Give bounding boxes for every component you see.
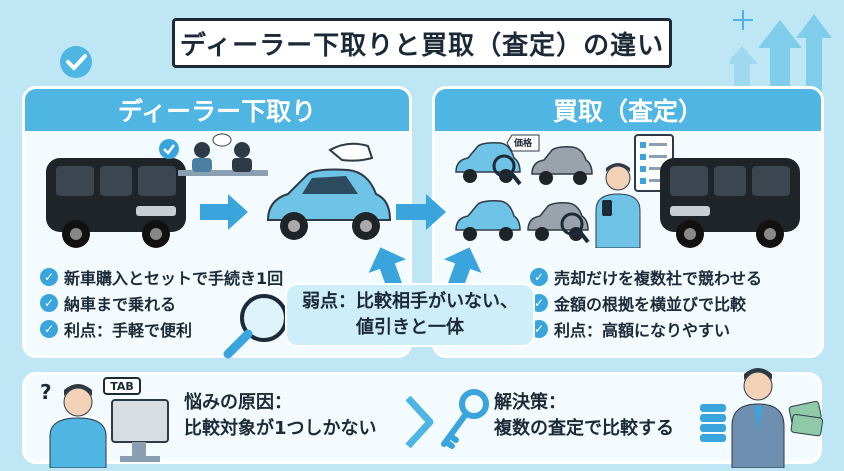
worry-text: 比較対象が1つしかない [184,418,377,439]
check-icon: ✓ [530,268,548,286]
price-tag-label: 価格 [514,139,533,149]
solution-title: 解決策： [494,392,566,413]
weakness-callout: 弱点：比較相手がいない、 値引きと一体 [285,283,535,347]
appraisal-car-4-icon [527,202,590,244]
question-mark: ? [40,380,52,404]
price-tag-icon [506,134,540,152]
decor-arrows-icon [730,14,832,94]
worry-cause-block: 悩みの原因： 比較対象が1つしかない [184,390,377,442]
dealer-point-text: 新車購入とセットで手続き1回 [64,269,284,288]
dealer-point-text: 利点：手軽で便利 [64,321,193,340]
solution-text: 複数の査定で比較する [494,418,674,439]
weakness-line-2: 値引きと一体 [356,317,464,338]
up-arrow-right-icon [443,247,482,292]
dealer-points-list: ✓ 新車購入とセットで手続き1回 ✓ 納車まで乗れる ✓ 利点：手軽で便利 [40,264,283,342]
key-icon [441,389,489,449]
tab-key-label: TAB [103,377,141,395]
check-badge-icon [159,139,179,159]
decor-sparkle-icon [733,10,753,30]
dealer-point-text: 納車まで乗れる [64,295,177,314]
appraisal-point-text: 利点：高額になりやすい [554,321,731,340]
dealer-point-item: ✓ 新車購入とセットで手続き1回 [40,264,283,290]
dealer-point-item: ✓ 納車まで乗れる [40,290,283,316]
black-minivan-right-icon [660,158,800,248]
negotiation-meeting-icon [178,133,268,176]
magnifier-icon [223,294,288,359]
up-arrow-left-icon [368,247,407,292]
weakness-line-1: 弱点：比較相手がいない、 [302,291,518,312]
check-icon: ✓ [40,268,58,286]
appraisal-car-3-icon [455,200,521,241]
solution-block: 解決策： 複数の査定で比較する [494,390,674,442]
appraisal-points-list: ✓ 売却だけを複数社で競わせる ✓ 金額の根拠を横並びで比較 ✓ 利点：高額にな… [530,264,762,342]
decor-check-circle-icon [60,46,92,78]
appraisal-point-item: ✓ 利点：高額になりやすい [530,316,762,342]
hand-key-icon [328,142,374,162]
appraisal-car-1-icon [455,142,522,186]
check-icon: ✓ [40,294,58,312]
purchase-appraisal-heading: 買取（査定） [435,89,821,131]
black-minivan-icon [46,158,186,248]
center-arrow-icon [396,194,446,230]
person-with-phone-icon [595,163,641,248]
appraisal-point-item: ✓ 金額の根拠を横並びで比較 [530,290,762,316]
blue-compact-car-icon [266,168,392,240]
right-arrow-icon [200,194,248,230]
page-title: ディーラー下取りと買取（査定）の違い [172,18,672,68]
check-icon: ✓ [40,320,58,338]
dealer-point-item: ✓ 利点：手軽で便利 [40,316,283,342]
appraisal-point-text: 金額の根拠を横並びで比較 [554,295,747,314]
dealer-tradein-heading: ディーラー下取り [25,89,409,131]
businessman-with-money-icon [700,368,824,468]
appraisal-car-2-icon [531,146,593,185]
worry-title: 悩みの原因： [184,392,292,413]
chevron-right-icon [405,396,434,448]
appraisal-point-item: ✓ 売却だけを複数社で競わせる [530,264,762,290]
appraisal-point-text: 売却だけを複数社で競わせる [554,269,763,288]
worried-person-at-computer-icon [49,384,169,468]
